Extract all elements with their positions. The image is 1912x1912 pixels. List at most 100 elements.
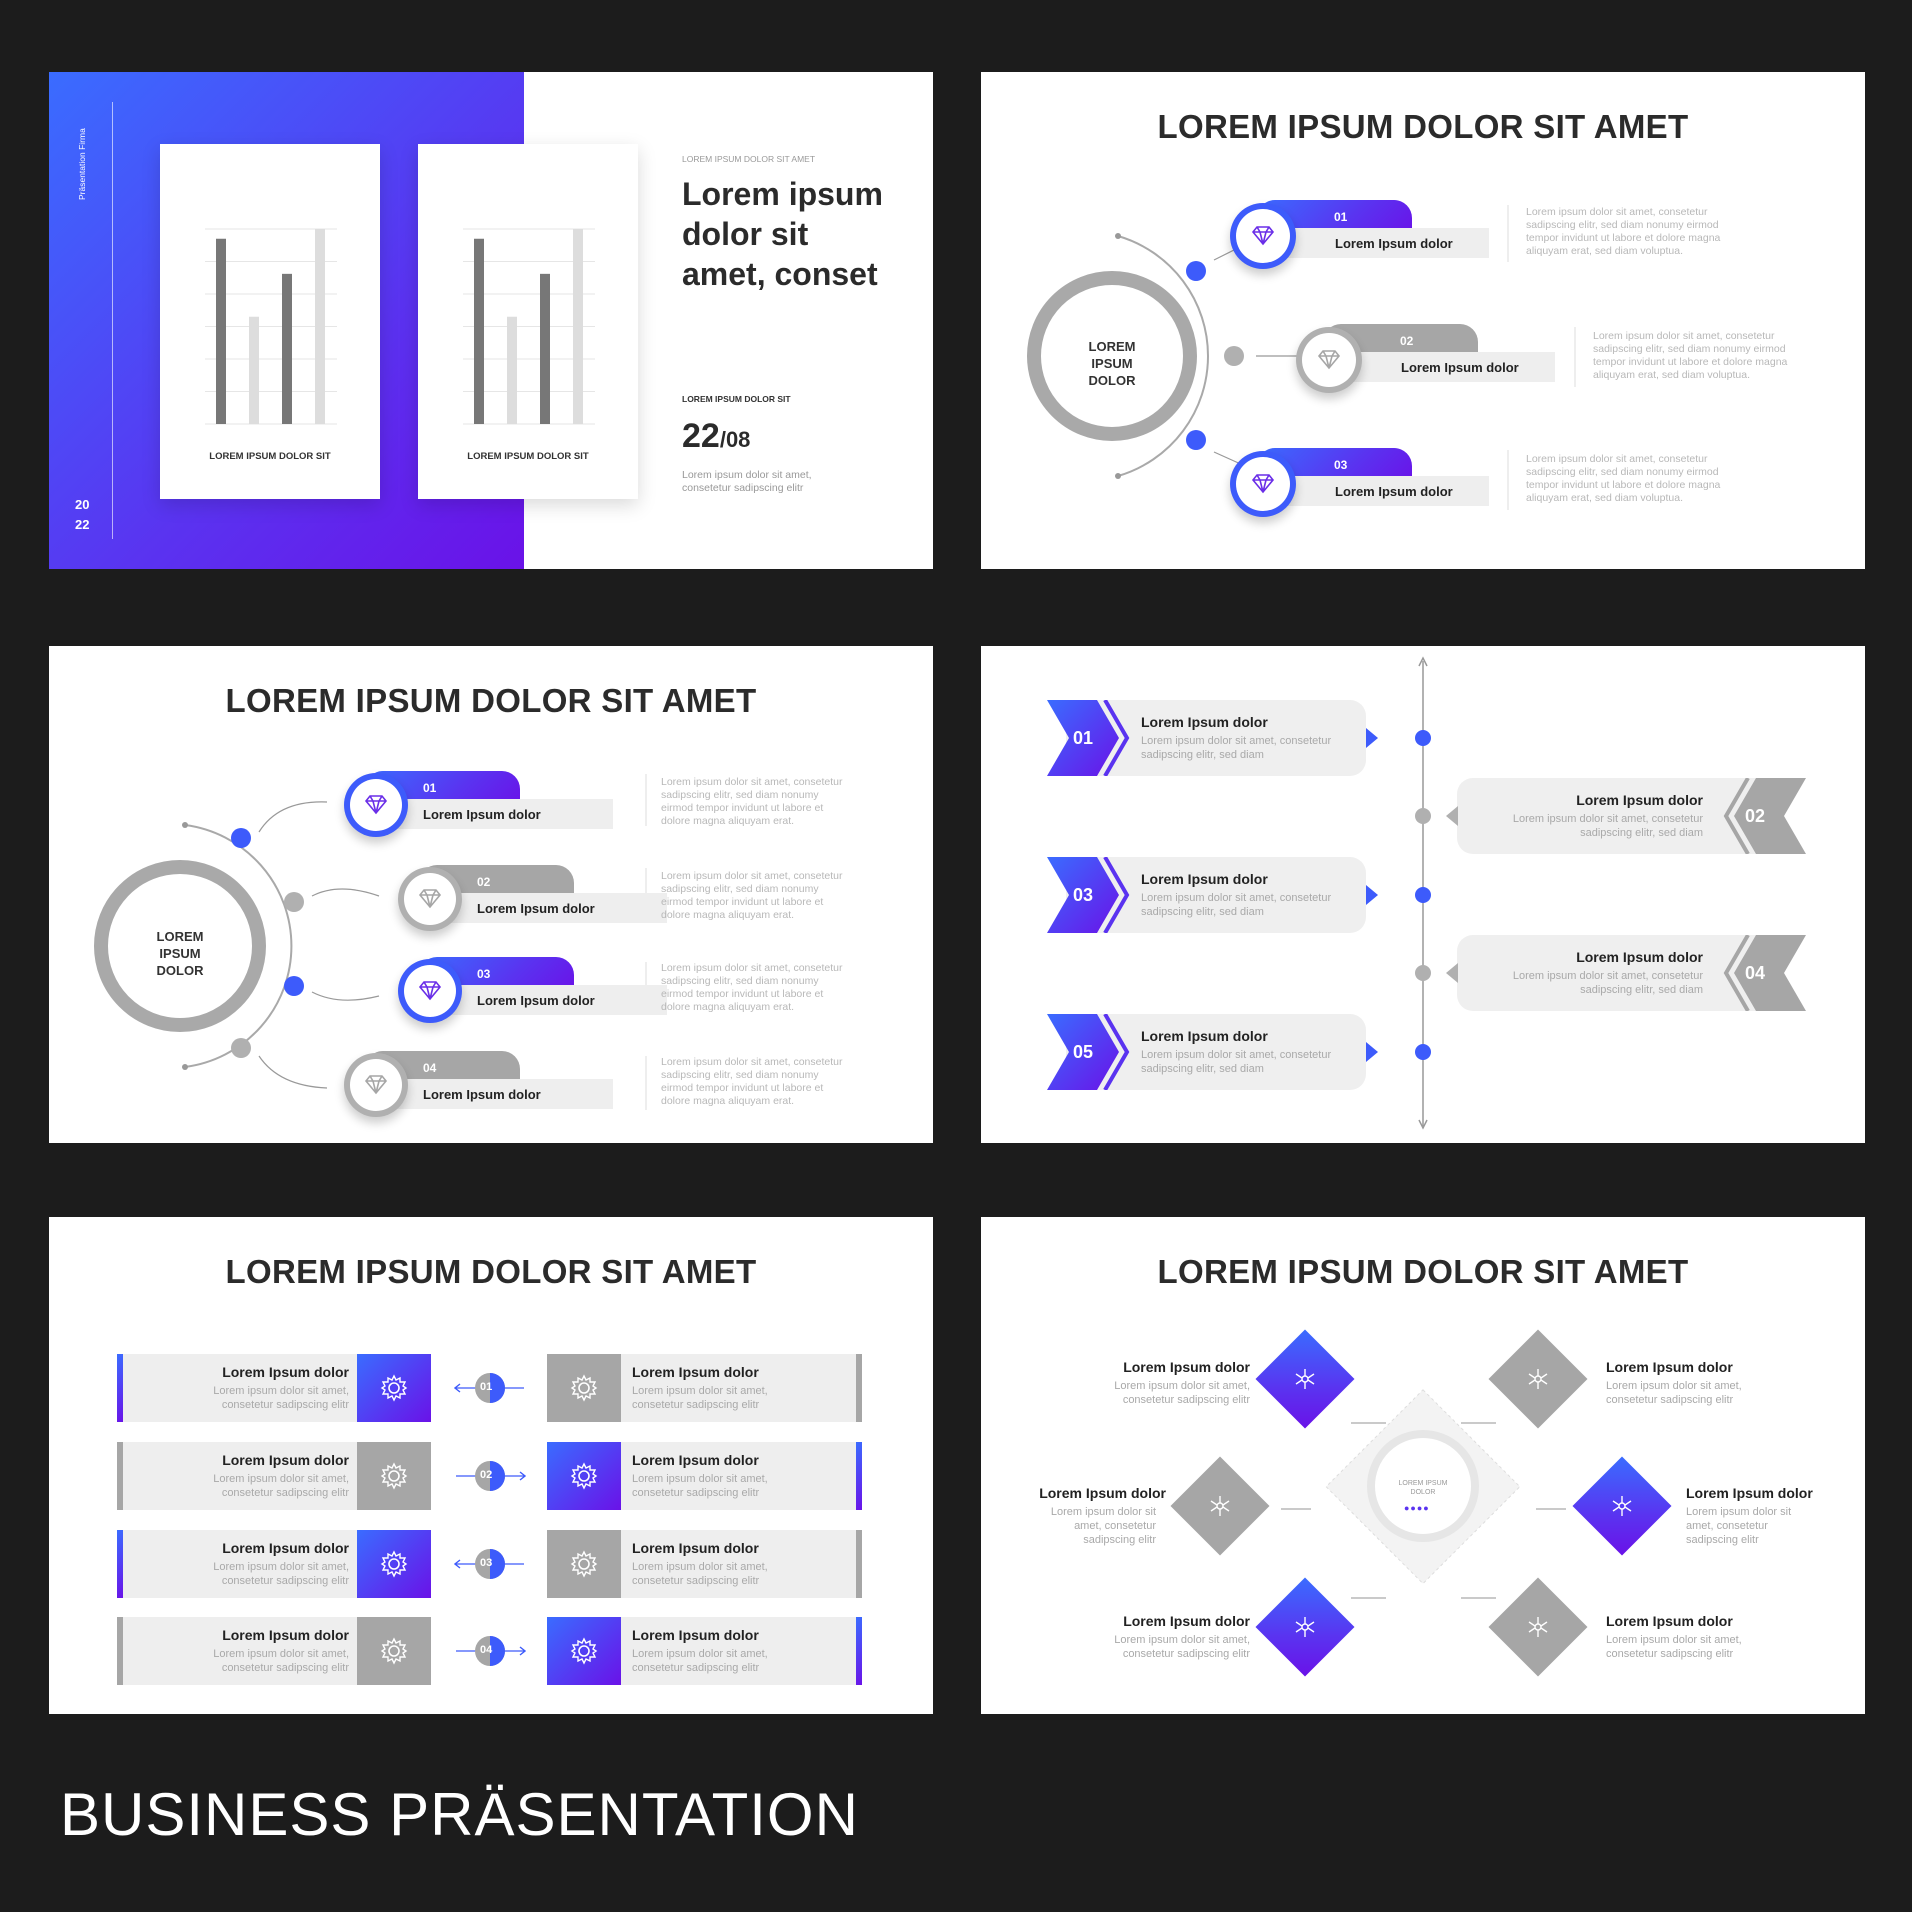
dots-icon: ●●●● [1404, 1503, 1430, 1513]
slide-title: LOREM IPSUM DOLOR SIT AMET [225, 1253, 757, 1290]
item-number: 01 [423, 781, 437, 795]
slide-gear-list[interactable]: LOREM IPSUM DOLOR SIT AMET Lorem Ipsum d… [49, 1217, 933, 1714]
number-connector [454, 1549, 524, 1579]
network-icon [1205, 1491, 1235, 1521]
date-label: LOREM IPSUM DOLOR SIT [682, 394, 791, 404]
number-connector [456, 1461, 526, 1491]
gear-tile [547, 1617, 621, 1685]
gear-icon [569, 1636, 599, 1666]
gear-icon [569, 1461, 599, 1491]
card-label: Lorem Ipsum dolor [222, 1540, 349, 1556]
center-label-line: DOLOR [1410, 1489, 1436, 1496]
vertical-label: Präsentation Firma [77, 128, 87, 200]
node-label: Lorem Ipsum dolor [1606, 1359, 1733, 1375]
item-label: Lorem Ipsum dolor [477, 901, 595, 916]
timeline-card [1457, 778, 1757, 854]
bar [573, 229, 583, 424]
gear-card-left [117, 1354, 357, 1422]
chevron-badge [1047, 700, 1130, 776]
slide-title: LOREM IPSUM DOLOR SIT AMET [1157, 108, 1689, 145]
card-label: Lorem Ipsum dolor [632, 1364, 759, 1380]
card-label: Lorem Ipsum dolor [632, 1540, 759, 1556]
item-label: Lorem Ipsum dolor [1335, 484, 1453, 499]
item-label: Lorem Ipsum dolor [1335, 236, 1453, 251]
hub-label: LOREM IPSUM DOLOR [1067, 338, 1157, 389]
node-description: Lorem ipsum dolor sit amet,consetetur sa… [1606, 1380, 1742, 1406]
chevron-right-icon [1366, 728, 1378, 748]
bar [249, 316, 259, 424]
item-number: 02 [1400, 334, 1414, 348]
gear-tile [357, 1617, 431, 1685]
network-icon [1290, 1364, 1320, 1394]
card-accent [117, 1617, 123, 1685]
heading-line: Lorem ipsum [682, 176, 883, 212]
card-label: LOREM IPSUM DOLOR SIT [467, 451, 589, 462]
row-number: 02 [480, 1469, 493, 1481]
card-label: Lorem Ipsum dolor [222, 1364, 349, 1380]
gem-icon [404, 873, 456, 925]
gear-icon [569, 1373, 599, 1403]
network-icon [1290, 1612, 1320, 1642]
gear-card-left [117, 1442, 357, 1510]
gear-tile [357, 1530, 431, 1598]
node-description: Lorem ipsum dolor sit amet,consetetur sa… [1606, 1634, 1742, 1660]
item-number: 01 [1334, 210, 1348, 224]
hub-label: LOREM IPSUM DOLOR [135, 928, 225, 979]
item-number: 04 [1745, 963, 1766, 983]
date-description: Lorem ipsum dolor sit amet, consetetur s… [682, 469, 812, 495]
card-label: Lorem Ipsum dolor [632, 1452, 759, 1468]
chart-card-1: LOREM IPSUM DOLOR SIT [160, 144, 380, 499]
desc-line: Lorem ipsum dolor sit amet, [682, 469, 812, 481]
node-label: Lorem Ipsum dolor [1123, 1359, 1250, 1375]
chevron-badge [1723, 778, 1806, 854]
card-accent [856, 1442, 862, 1510]
bar [540, 273, 550, 424]
chart-card-2: LOREM IPSUM DOLOR SIT [418, 144, 638, 499]
card-accent [856, 1617, 862, 1685]
item-label: Lorem Ipsum dolor [1576, 792, 1703, 808]
chevron-badge [1047, 1014, 1130, 1090]
item-label: Lorem Ipsum dolor [1141, 1028, 1268, 1044]
gem-icon [350, 779, 402, 831]
card-description: Lorem ipsum dolor sit amet,consetetur sa… [632, 1648, 768, 1674]
card-accent [117, 1530, 123, 1598]
gem-icon [350, 1059, 402, 1111]
slide-cover[interactable]: Präsentation Firma 20 22 LOREM IPSUM DOL… [49, 72, 933, 569]
hub-connectors [94, 774, 647, 1110]
chevron-left-icon [1446, 806, 1458, 826]
slide-hub-4[interactable]: LOREM IPSUM DOLOR SIT AMET LOREM IPSUM D… [49, 646, 933, 1143]
bar [474, 238, 484, 424]
cover-divider [112, 102, 113, 539]
slide-hub-3[interactable]: LOREM IPSUM DOLOR SIT AMET LOREM IPSUM D… [981, 72, 1865, 569]
chevron-badge [1723, 935, 1806, 1011]
chevron-right-icon [1366, 885, 1378, 905]
node-label: Lorem Ipsum dolor [1039, 1485, 1166, 1501]
gear-icon [379, 1373, 409, 1403]
slide-timeline[interactable]: 01 Lorem Ipsum dolor Lorem ipsum dolor s… [981, 646, 1865, 1143]
card-bar-chart [463, 228, 595, 425]
timeline-axis [1415, 656, 1431, 1130]
diamond-connectors [1281, 1389, 1566, 1599]
chevron-right-icon [1366, 1042, 1378, 1062]
card-accent [856, 1354, 862, 1422]
overline: LOREM IPSUM DOLOR SIT AMET [682, 154, 816, 164]
bar [315, 229, 325, 424]
timeline-card [1457, 935, 1757, 1011]
bar [216, 238, 226, 424]
card-description: Lorem ipsum dolor sit amet,consetetur sa… [213, 1473, 349, 1499]
gem-icon [404, 965, 456, 1017]
page-title: BUSINESS PRÄSENTATION [60, 1781, 859, 1848]
item-number: 03 [477, 967, 491, 981]
slide-diamond-network[interactable]: LOREM IPSUM DOLOR SIT AMET LOREM IPSUM D… [981, 1217, 1865, 1714]
network-icon [1523, 1364, 1553, 1394]
slide-title: LOREM IPSUM DOLOR SIT AMET [225, 682, 757, 719]
node-label: Lorem Ipsum dolor [1686, 1485, 1813, 1501]
